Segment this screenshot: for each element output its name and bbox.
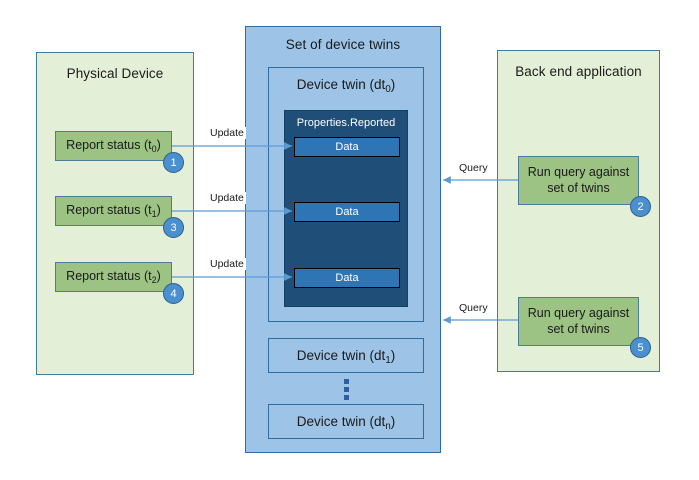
update-label-3: Update [208, 258, 246, 270]
run-query-line1-1: Run query against [527, 164, 630, 179]
physical-device-title: Physical Device [66, 66, 164, 81]
report-status-box-t1[interactable]: Report status (t1) [55, 196, 172, 226]
data-box-1[interactable]: Data [294, 137, 400, 157]
data-box-2[interactable]: Data [294, 202, 400, 222]
device-twin-dt1-label: Device twin (dt1) [296, 348, 396, 366]
device-twin-dt1-box[interactable]: Device twin (dt1) [268, 338, 424, 373]
query-label-2: Query [457, 302, 490, 314]
run-query-box-2[interactable]: Run query against set of twins [518, 297, 639, 346]
report-status-label-t2: Report status (t2) [66, 269, 161, 285]
update-label-1: Update [208, 127, 246, 139]
step-badge-5: 5 [630, 337, 651, 358]
device-twins-title: Set of device twins [285, 37, 401, 52]
device-twin-dtn-box[interactable]: Device twin (dtn) [268, 404, 424, 439]
step-badge-1: 1 [163, 152, 184, 173]
report-status-box-t2[interactable]: Report status (t2) [55, 262, 172, 292]
step-badge-2: 2 [630, 196, 651, 217]
report-status-box-t0[interactable]: Report status (t0) [55, 131, 172, 161]
run-query-line2-1: set of twins [547, 180, 610, 195]
run-query-box-1[interactable]: Run query against set of twins [518, 156, 639, 205]
run-query-line2-2: set of twins [547, 321, 610, 336]
device-twin-dt0-label: Device twin (dt0) [296, 77, 396, 95]
update-label-2: Update [208, 192, 246, 204]
step-badge-4: 4 [163, 283, 184, 304]
report-status-label-t0: Report status (t0) [66, 138, 161, 154]
vertical-ellipsis-icon [343, 379, 349, 400]
data-box-3[interactable]: Data [294, 268, 400, 288]
back-end-application-title: Back end application [515, 64, 642, 79]
device-twin-dtn-label: Device twin (dtn) [296, 414, 396, 432]
properties-reported-title: Properties.Reported [296, 117, 396, 129]
run-query-line1-2: Run query against [527, 305, 630, 320]
properties-reported-box: Properties.Reported Data Data Data [284, 110, 408, 307]
report-status-label-t1: Report status (t1) [66, 203, 161, 219]
step-badge-3: 3 [163, 217, 184, 238]
query-label-1: Query [457, 162, 490, 174]
